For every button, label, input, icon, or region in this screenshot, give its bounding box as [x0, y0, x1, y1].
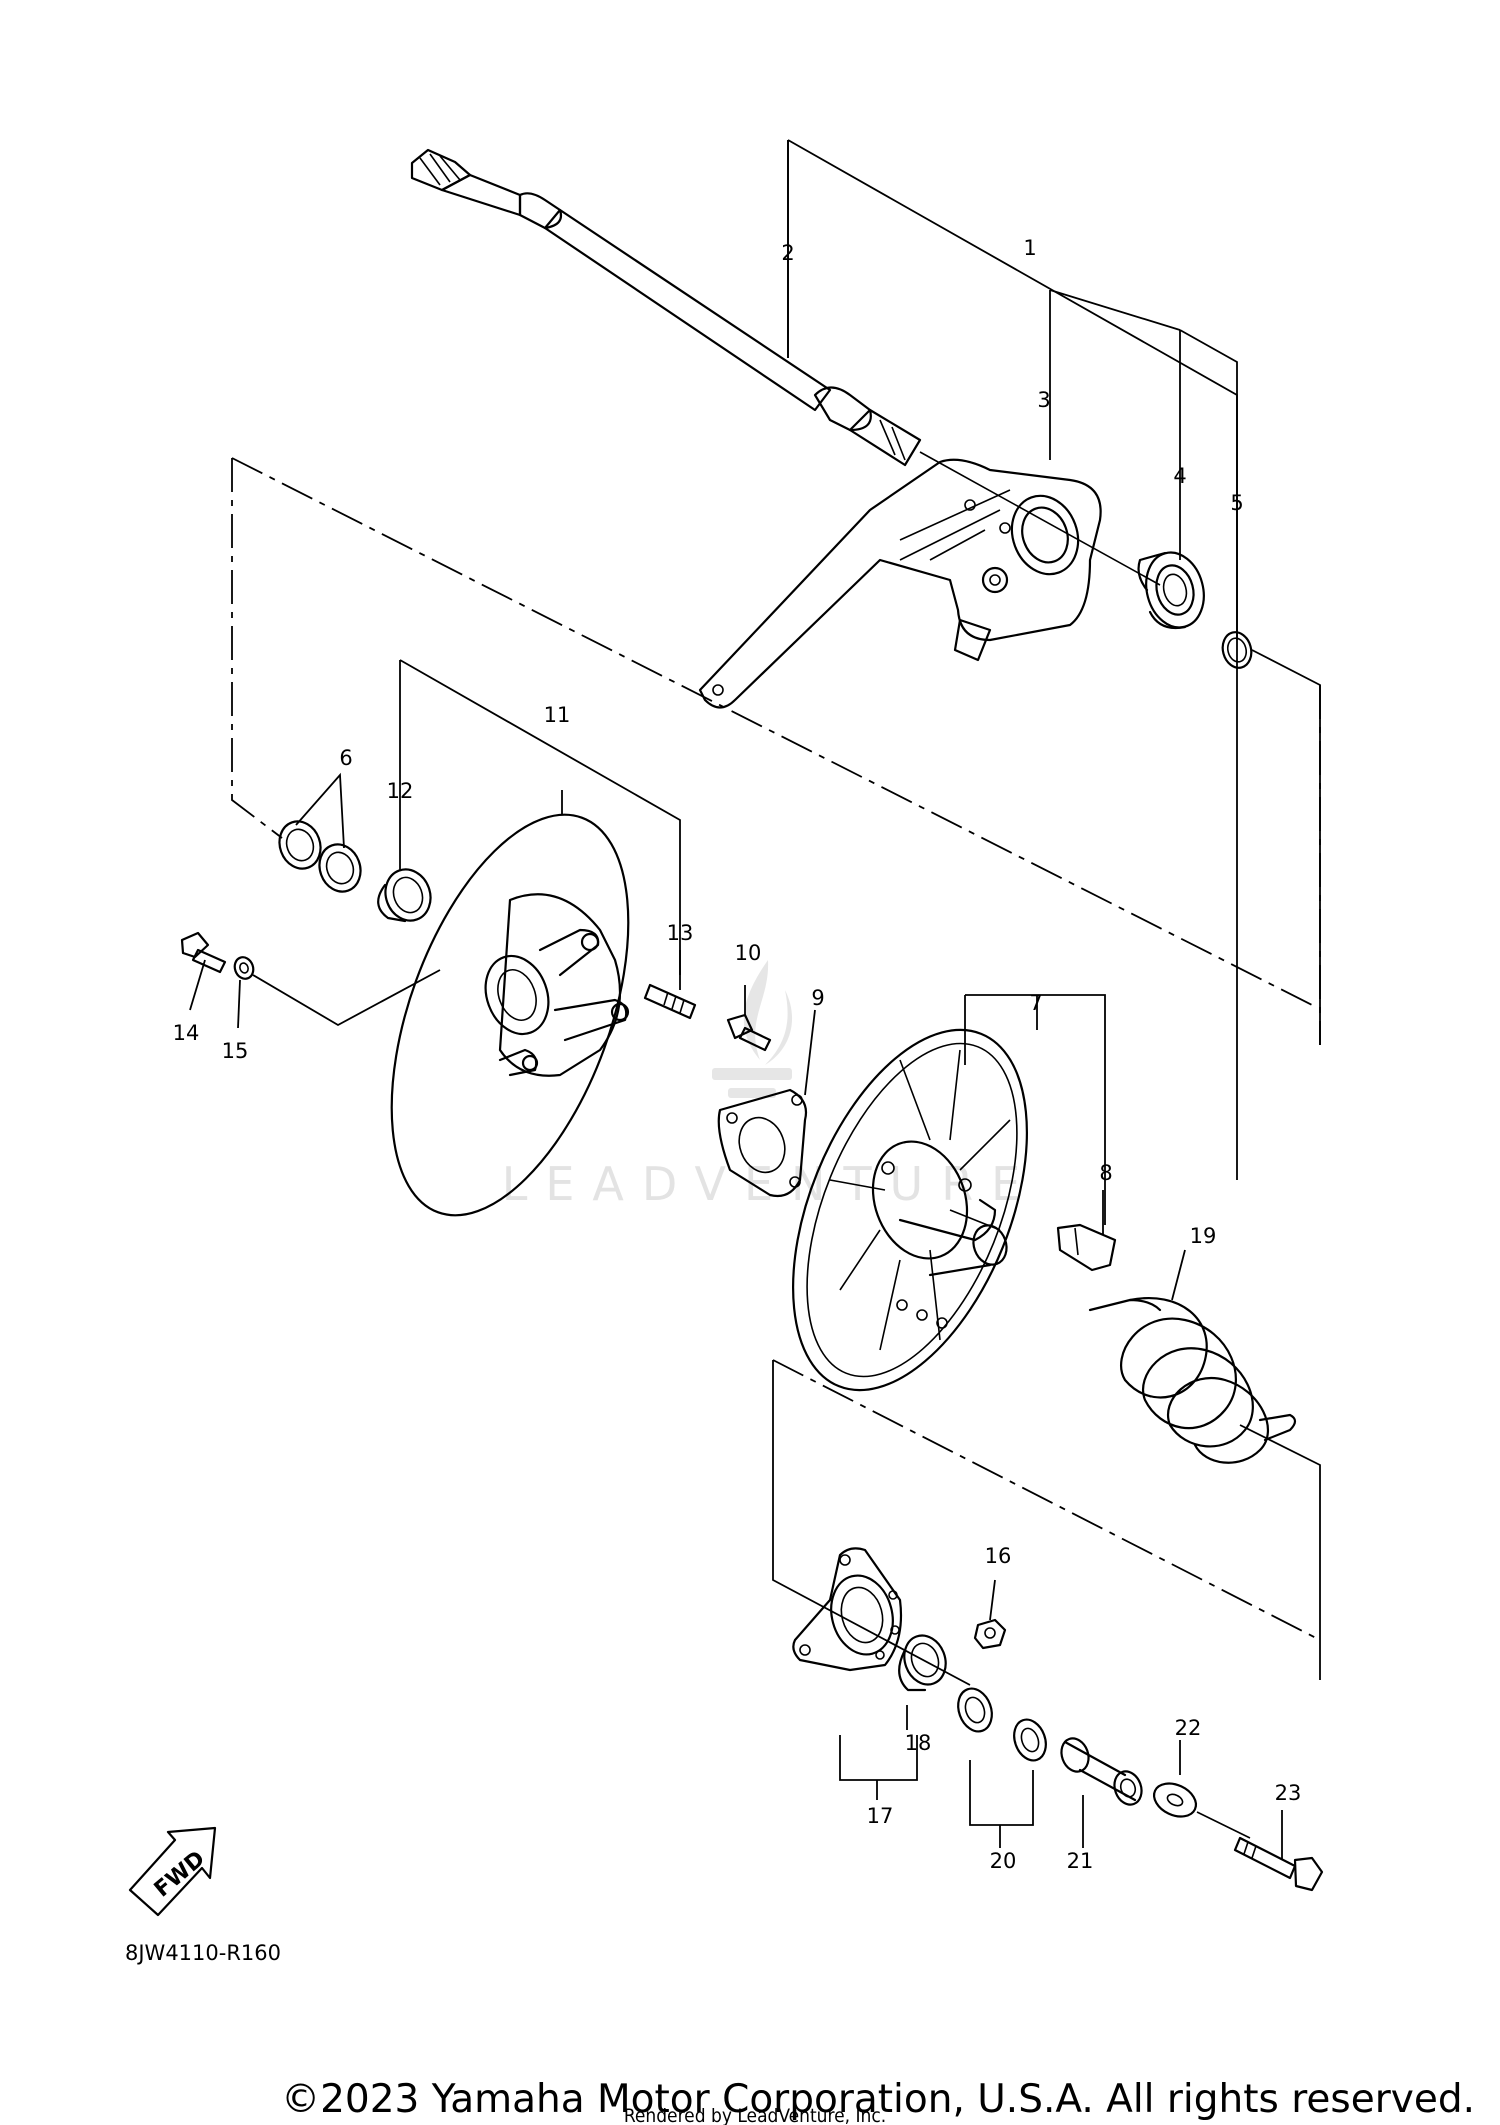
stud-part: [643, 983, 697, 1020]
callout-19: 19: [1190, 1224, 1217, 1248]
leader-1-branch: [1179, 329, 1238, 395]
nut-part: [973, 1618, 1007, 1650]
callout-18: 18: [905, 1731, 932, 1755]
bracket-20: [969, 1760, 1034, 1826]
bearing-part: [1137, 551, 1205, 630]
leader-16: [989, 1579, 996, 1621]
callout-20: 20: [990, 1849, 1017, 1873]
leader-19: [1171, 1249, 1186, 1301]
callout-4: 4: [1173, 464, 1186, 488]
bracket-5-right: [1251, 649, 1321, 1045]
oil-seals-part: [278, 820, 362, 893]
rendered-by-notice: Rendered by LeadVenture, Inc.: [624, 2105, 886, 2125]
shaft-part: [410, 148, 922, 467]
callout-16: 16: [985, 1544, 1012, 1568]
callout-21: 21: [1067, 1849, 1094, 1873]
callout-2: 2: [781, 241, 794, 265]
bracket-17: [839, 1735, 918, 1781]
watermark-text: LEADVENTURE: [502, 1157, 1039, 1211]
spring-part: [1088, 1297, 1297, 1464]
callout-labels: 1 2 3 4 5 6 7 8 9 10 11 12 13 14 15 16 1…: [173, 236, 1302, 1873]
copyright-notice: ©2023 Yamaha Motor Corporation, U.S.A. A…: [281, 2077, 1475, 2122]
bracket-spring-right: [1239, 1424, 1321, 1680]
gasket-part: [717, 1088, 808, 1198]
axis-dash-lower: [772, 1359, 1321, 1641]
callout-9: 9: [811, 986, 824, 1010]
callout-23: 23: [1275, 1781, 1302, 1805]
movable-sheave-part: [792, 1028, 1028, 1392]
washer-15-part: [233, 956, 255, 980]
leader-14-15: [252, 969, 441, 1027]
callout-11: 11: [544, 703, 571, 727]
bracket-7: [965, 994, 1106, 1225]
leader-6: [295, 772, 345, 849]
leader-14: [189, 959, 206, 1011]
callout-22: 22: [1175, 1716, 1202, 1740]
screw-14-part: [180, 931, 227, 974]
leader-9: [804, 1009, 816, 1096]
axis-22-23: [1196, 1811, 1251, 1839]
diagram-code: 8JW4110-R160: [125, 1941, 281, 1965]
fixed-sheave-part: [390, 813, 630, 1217]
callout-17: 17: [867, 1804, 894, 1828]
callout-14: 14: [173, 1021, 200, 1045]
callout-10: 10: [735, 941, 762, 965]
bracket-lower-left: [772, 1360, 971, 1686]
watermark-flame-icon: [712, 960, 793, 1098]
shaft-axis: [919, 451, 1161, 586]
leader-1-top: [1049, 289, 1181, 331]
callout-5: 5: [1230, 491, 1243, 515]
bushing-12-part: [377, 868, 432, 923]
group-bracket-1: [787, 139, 1238, 1180]
bolt-10-part: [726, 1013, 772, 1052]
washers-20-part: [957, 1687, 1047, 1762]
callout-3: 3: [1037, 388, 1050, 412]
axis-dash-left: [231, 458, 283, 839]
bracket-11: [399, 659, 681, 975]
fwd-arrow-icon: FWD: [128, 1826, 217, 1917]
bushing-18-part: [898, 1634, 947, 1692]
slider-part: [1056, 1223, 1117, 1272]
callout-6: 6: [339, 746, 352, 770]
axis-dash-upper: [231, 457, 1313, 1006]
washer-22-part: [1152, 1782, 1198, 1818]
callout-15: 15: [222, 1039, 249, 1063]
callout-13: 13: [667, 921, 694, 945]
bearing-housing-part: [698, 458, 1102, 709]
callout-7: 7: [1029, 991, 1042, 1015]
callout-1: 1: [1023, 236, 1036, 260]
fwd-label: FWD: [150, 1846, 210, 1902]
callout-8: 8: [1099, 1161, 1112, 1185]
circlip-part: [1221, 631, 1253, 669]
spider-cover-part: [792, 1547, 903, 1672]
bolt-23-part: [1233, 1836, 1324, 1892]
callout-12: 12: [387, 779, 414, 803]
collar-part: [1060, 1737, 1143, 1806]
leader-15: [237, 979, 241, 1029]
